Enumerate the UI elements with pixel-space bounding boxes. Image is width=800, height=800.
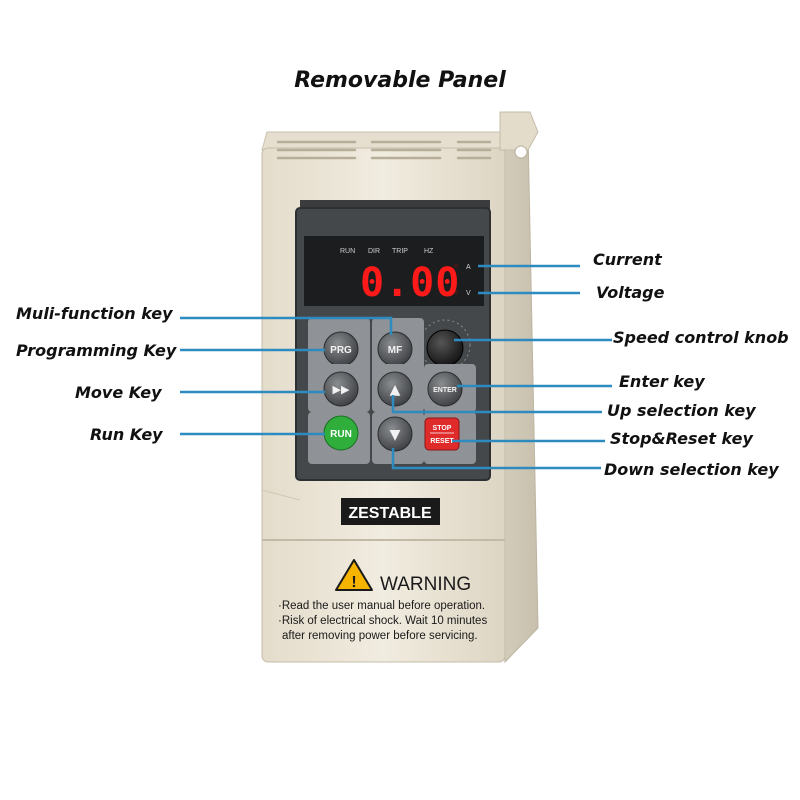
- callout-current: Current: [593, 250, 662, 269]
- brand-name: ZESTABLE: [348, 505, 432, 522]
- mounting-hole: [514, 145, 528, 159]
- callout-programming: Programming Key: [16, 341, 177, 360]
- key-down[interactable]: ▼: [372, 412, 424, 464]
- callout-run: Run Key: [90, 425, 163, 444]
- key-down-label: ▼: [390, 427, 401, 443]
- unit-v-label: V: [466, 290, 471, 297]
- warning-heading: WARNING: [380, 574, 471, 595]
- page-title: Removable Panel: [294, 68, 506, 93]
- key-mf-label: MF: [388, 345, 402, 356]
- warning-line: ·Read the user manual before operation.: [278, 600, 485, 612]
- key-run-label: RUN: [330, 429, 352, 440]
- key-prg-label: PRG: [330, 345, 352, 356]
- callout-stop-reset: Stop&Reset key: [610, 429, 753, 448]
- callout-down: Down selection key: [604, 460, 779, 479]
- key-stop-reset[interactable]: STOP RESET: [424, 412, 476, 464]
- indicator-labels: RUN DIR TRIP HZ: [340, 248, 434, 255]
- callout-voltage: Voltage: [596, 283, 665, 302]
- warning-line: ·Risk of electrical shock. Wait 10 minut…: [278, 615, 487, 627]
- indicator-dir: DIR: [368, 248, 380, 255]
- key-move[interactable]: ▶▶: [308, 364, 370, 412]
- key-enter[interactable]: ENTER: [424, 364, 476, 412]
- leader-down: [391, 448, 601, 470]
- indicator-run: RUN: [340, 248, 355, 255]
- callout-speed-knob: Speed control knob: [613, 328, 789, 347]
- warning-line: after removing power before servicing.: [282, 630, 478, 642]
- key-up[interactable]: ▲: [372, 364, 424, 412]
- brand-plate: ZESTABLE: [341, 498, 440, 525]
- seven-segment-display: 0.00: [360, 260, 460, 306]
- key-enter-label: ENTER: [433, 387, 457, 394]
- key-reset-label: RESET: [430, 438, 454, 445]
- callout-lines: [180, 264, 612, 470]
- svg-text:!: !: [351, 574, 356, 591]
- leader-up: [391, 395, 602, 414]
- indicator-trip: TRIP: [392, 248, 408, 255]
- warning-triangle-icon: [335, 559, 373, 591]
- key-stop-label: STOP: [433, 425, 452, 432]
- callout-multi-function: Muli-function key: [16, 304, 173, 323]
- vent-slots: [276, 140, 492, 160]
- callout-enter: Enter key: [619, 372, 705, 391]
- leader-multi-function: [180, 316, 393, 335]
- key-up-label: ▲: [390, 382, 401, 398]
- key-move-label: ▶▶: [333, 383, 350, 396]
- key-run[interactable]: RUN: [308, 412, 370, 464]
- unit-a-label: A: [466, 264, 471, 271]
- indicator-leds: [453, 263, 459, 295]
- warning-block: ! WARNING ·Read the user manual before o…: [278, 559, 487, 642]
- callout-up: Up selection key: [607, 401, 756, 420]
- callout-move: Move Key: [75, 383, 162, 402]
- indicator-hz: HZ: [424, 248, 434, 255]
